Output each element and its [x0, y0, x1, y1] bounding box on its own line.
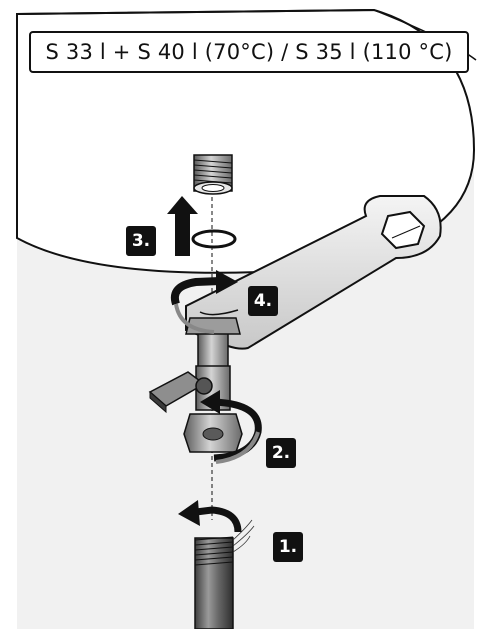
- rotation-arrow-step1: [178, 500, 242, 533]
- rotation-arrow-step4: [171, 270, 238, 334]
- step-1-label: 1.: [273, 532, 303, 562]
- lift-arrow: [167, 196, 198, 256]
- threaded-outlet: [193, 154, 233, 195]
- rotation-arrow-step2: [200, 390, 262, 464]
- supply-pipe: [194, 519, 255, 630]
- union-nut: [183, 413, 243, 453]
- step-4-label: 4.: [248, 286, 278, 316]
- step-3-label: 3.: [126, 226, 156, 256]
- o-ring: [191, 229, 237, 249]
- model-title: S 33 l + S 40 l (70°C) / S 35 l (110 °C): [29, 31, 469, 73]
- step-2-label: 2.: [266, 438, 296, 468]
